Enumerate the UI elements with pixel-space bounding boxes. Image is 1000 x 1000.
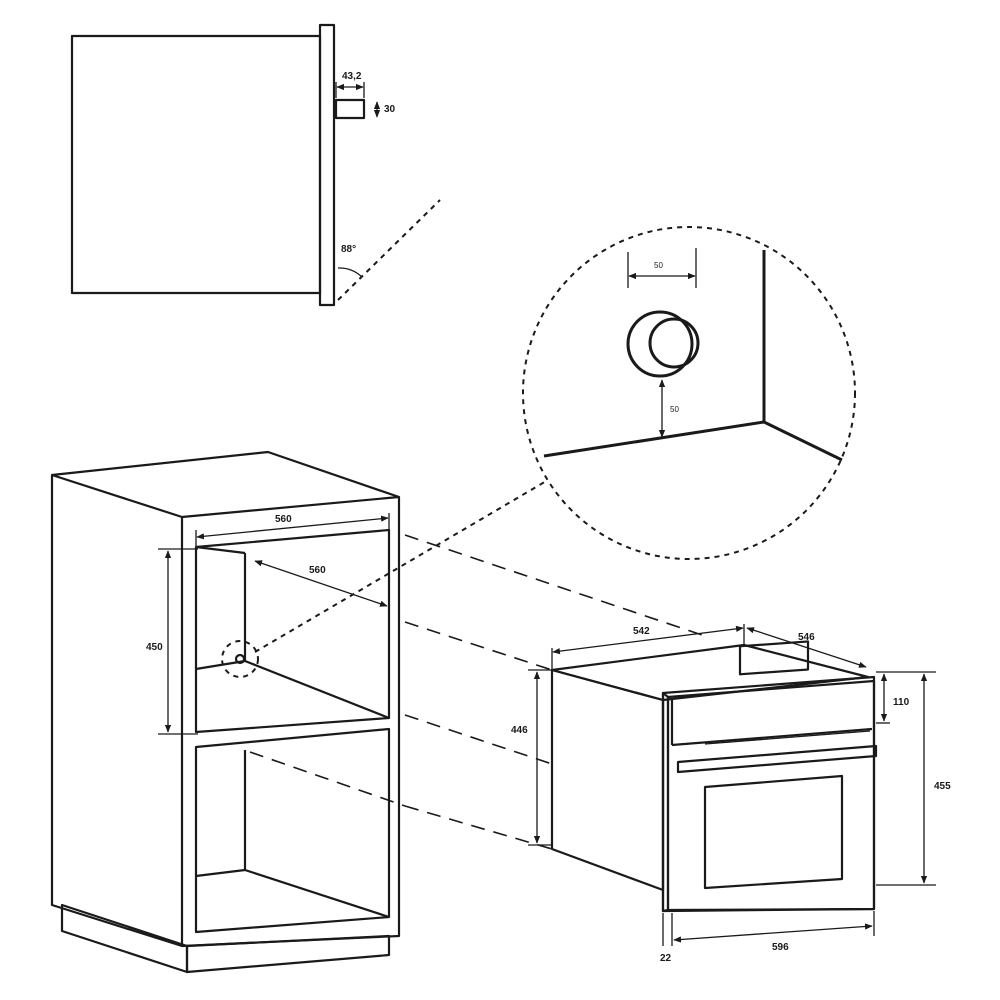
cabinet-width-dimension — [196, 515, 389, 540]
side-view-body — [70, 34, 322, 295]
oven: 542 546 446 110 455 596 22 — [511, 624, 951, 964]
oven-panel-height-label: 110 — [893, 697, 910, 708]
oven-window — [703, 774, 844, 890]
oven-handle — [676, 744, 878, 774]
side-view-bracket — [334, 98, 366, 120]
socket-icon — [234, 653, 246, 665]
oven-front-width-dimension — [673, 923, 873, 943]
oven-total-height-label: 455 — [934, 781, 951, 792]
cabinet-outline — [50, 473, 401, 948]
detail-view: 50 50 — [522, 226, 856, 560]
bracket-label: 30 — [384, 104, 396, 115]
side-view-front-panel — [318, 23, 336, 307]
knob-height-label: 50 — [670, 405, 679, 414]
oven-body-height-label: 446 — [511, 725, 528, 736]
angle-arc — [337, 267, 363, 278]
cabinet: 560 560 450 — [50, 450, 401, 974]
cabinet-depth-dimension — [254, 560, 388, 607]
projection-lines — [249, 534, 706, 850]
detail-connector-line — [254, 479, 549, 653]
oven-front-offset-label: 22 — [660, 953, 672, 964]
oven-front-width-label: 596 — [772, 942, 789, 953]
cabinet-width-label: 560 — [275, 514, 292, 525]
cabinet-height-label: 450 — [146, 642, 163, 653]
oven-side — [550, 668, 665, 892]
oven-top — [550, 643, 870, 702]
socket-highlight — [221, 640, 259, 678]
knob-width-label: 50 — [654, 261, 663, 270]
oven-width-dimension — [552, 625, 744, 655]
detail-circle — [522, 226, 856, 560]
side-view: 43,2 30 88° — [70, 23, 441, 307]
oven-width-label: 542 — [633, 626, 650, 637]
knob — [626, 310, 700, 378]
angle-label: 88° — [341, 244, 356, 255]
gap-label: 43,2 — [342, 71, 362, 82]
cabinet-depth-label: 560 — [309, 565, 326, 576]
oven-depth-label: 546 — [798, 632, 815, 643]
oven-depth-dimension — [746, 627, 867, 668]
angle-dashed-line — [337, 199, 441, 301]
